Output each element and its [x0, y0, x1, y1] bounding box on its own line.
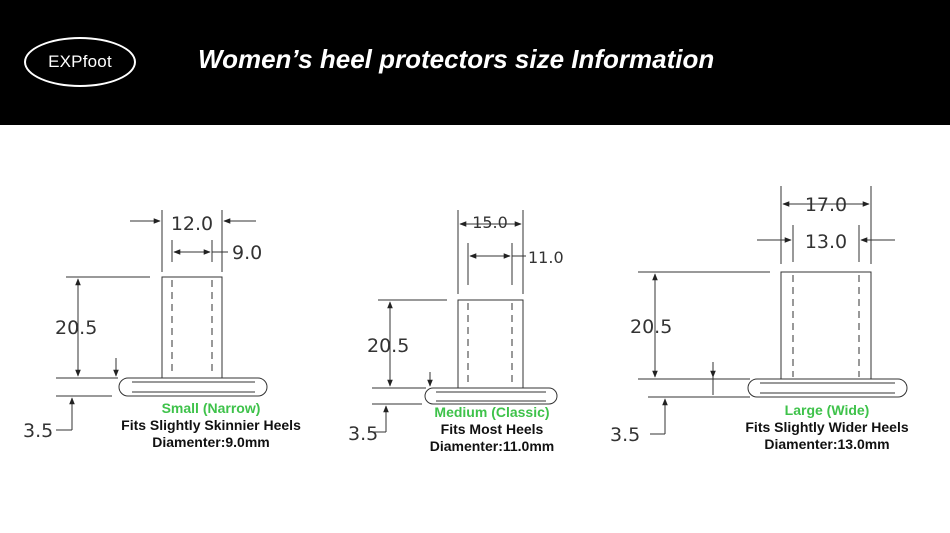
medium-outer-dim: 15.0 — [472, 213, 508, 232]
medium-height-dim: 20.5 — [367, 335, 409, 357]
small-protector-drawing — [56, 210, 268, 431]
header-bar: EXPfoot Women’s heel protectors size Inf… — [0, 0, 950, 125]
page-title: Women’s heel protectors size Information — [198, 44, 715, 74]
large-caption: Large (Wide) Fits Slightly Wider Heels D… — [712, 402, 942, 453]
small-base-dim: 3.5 — [23, 420, 53, 442]
small-diameter-text: Diamenter:9.0mm — [152, 434, 270, 450]
medium-inner-dim: 11.0 — [528, 248, 564, 267]
large-inner-dim: 13.0 — [805, 231, 847, 253]
large-fit-text: Fits Slightly Wider Heels — [745, 419, 909, 435]
medium-fit-text: Fits Most Heels — [440, 421, 544, 437]
small-inner-dim: 9.0 — [232, 242, 262, 264]
brand-logo: EXPfoot — [24, 37, 136, 87]
small-outer-dim: 12.0 — [171, 213, 213, 235]
large-outer-dim: 17.0 — [805, 194, 847, 216]
large-base-dim: 3.5 — [610, 424, 640, 446]
large-height-dim: 20.5 — [630, 316, 672, 338]
small-height-dim: 20.5 — [55, 317, 97, 339]
large-protector-drawing — [638, 186, 908, 435]
medium-caption: Medium (Classic) Fits Most Heels Diament… — [402, 404, 582, 455]
medium-diameter-text: Diamenter:11.0mm — [429, 438, 555, 454]
large-diameter-text: Diamenter:13.0mm — [764, 436, 890, 452]
large-size-name: Large (Wide) — [784, 402, 870, 418]
small-caption: Small (Narrow) Fits Slightly Skinnier He… — [96, 400, 326, 451]
logo-text: EXPfoot — [48, 52, 112, 71]
medium-base-dim: 3.5 — [348, 423, 378, 445]
medium-size-name: Medium (Classic) — [434, 404, 550, 420]
medium-protector-drawing — [370, 210, 558, 433]
small-fit-text: Fits Slightly Skinnier Heels — [121, 417, 301, 433]
small-size-name: Small (Narrow) — [161, 400, 261, 416]
